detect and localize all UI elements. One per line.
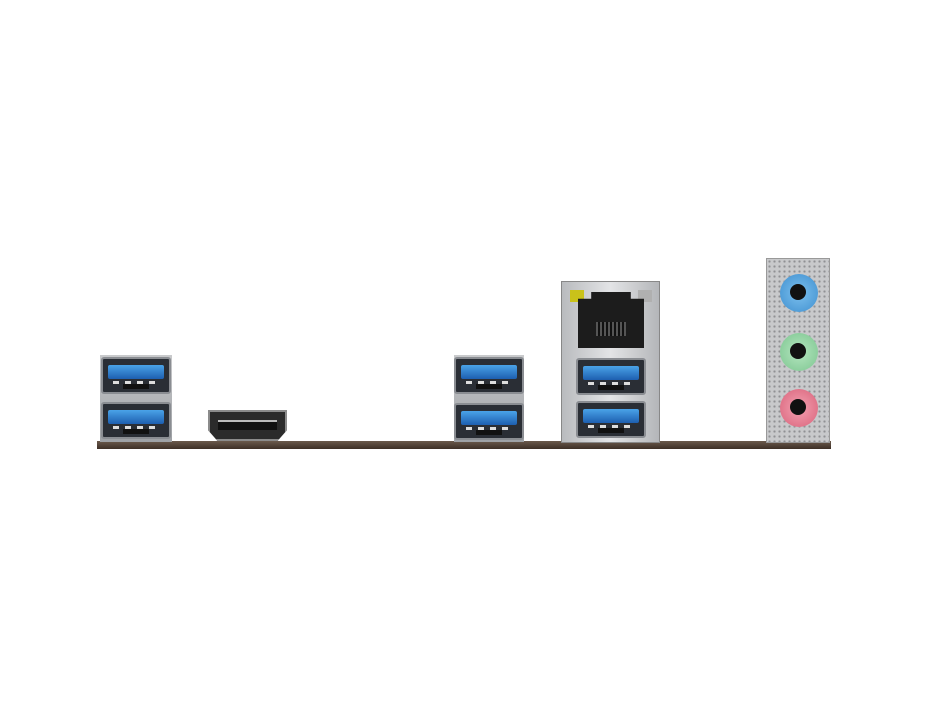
ethernet-port[interactable] [578,292,644,348]
audio-jack-line-out[interactable] [780,333,818,371]
usb-port[interactable] [576,358,646,395]
hdmi-port[interactable] [208,410,287,441]
usb-port[interactable] [101,357,171,394]
usb-port[interactable] [576,401,646,438]
usb-port[interactable] [454,357,524,394]
usb-port[interactable] [101,402,171,439]
audio-jack-line-in[interactable] [780,274,818,312]
audio-jack-mic[interactable] [780,389,818,427]
audio-panel [766,258,830,443]
usb-port[interactable] [454,403,524,440]
io-board-edge [97,441,831,449]
lan-usb-block [561,281,660,443]
usb-stack-left [100,355,172,442]
usb-stack-middle [454,355,524,442]
